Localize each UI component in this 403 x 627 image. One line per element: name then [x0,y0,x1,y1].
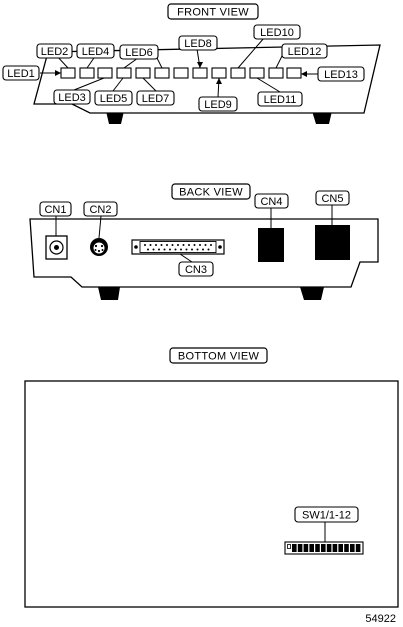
led-label-2: LED2 [41,46,69,58]
cn2-tag [83,201,118,217]
cn-tags [39,190,350,277]
back-view-title: BACK VIEW [179,187,243,199]
sw1-pin1-marker [287,544,291,549]
led-label-8: LED8 [184,38,212,50]
led-window-3 [97,67,113,79]
led-window-11 [249,67,265,79]
led-leader-lines [40,37,318,98]
led-tag-labels: LED1 LED2 LED3 LED4 LED5 LED6 LED7 LED8 … [7,27,358,111]
led-window-1 [60,67,76,79]
led-window-5 [135,67,151,79]
led-tag-11 [257,91,303,107]
led-window-13 [286,67,302,79]
cn3-tag [178,261,214,277]
cn5-tag [315,190,350,206]
led-label-4: LED4 [82,46,110,58]
led-tag-10 [253,24,301,40]
led-window-12 [268,67,284,79]
sw1-label: SW1/1-12 [302,510,351,522]
back-view-title-box [171,183,251,200]
sw1-switch-levers [292,544,361,552]
led-label-6: LED6 [125,47,153,59]
led-label-1: LED1 [7,68,35,80]
led-label-10: LED10 [260,27,294,39]
cn3-label: CN3 [185,264,207,276]
led-tag-3 [53,89,91,105]
cn1-tag [39,201,72,217]
cn-leader-lines [55,205,333,263]
bottom-view-title: BOTTOM VIEW [178,351,260,363]
led-label-11: LED11 [264,94,297,106]
led-tag-8 [178,35,218,51]
led-tag-13 [317,66,365,82]
led-tags [2,24,365,112]
led-tag-7 [136,90,175,106]
bottom-view: BOTTOM VIEW SW1/1-12 [24,347,399,608]
led-label-5: LED5 [100,93,128,105]
led-tag-6 [119,44,159,60]
cn4-tag [254,193,289,209]
led-label-3: LED3 [58,92,86,104]
cn2-pins [94,244,104,253]
front-foot-right [312,111,332,124]
led-window-9 [211,67,227,79]
led-tag-4 [76,43,115,59]
led-label-12: LED12 [288,46,322,58]
led-label-9: LED9 [204,99,232,111]
led-tag-2 [36,43,73,59]
led-window-8 [192,67,208,79]
cn3-pins [144,244,212,251]
cn4-label: CN4 [260,196,282,208]
bottom-panel-outline [24,380,399,608]
led-windows [60,67,302,79]
led-tag-12 [281,43,328,59]
sw1-tag [294,506,359,523]
cn5-jack [315,225,350,260]
front-view-title-box [167,3,259,20]
front-view: FRONT VIEW [2,3,381,124]
led-window-6 [154,67,170,79]
led-window-4 [116,67,132,79]
led-tag-5 [94,90,133,106]
cn2-label: CN2 [89,204,111,216]
led-tag-9 [198,96,238,112]
led-label-13: LED13 [324,69,358,81]
back-view: BACK VIEW [29,183,379,300]
cn3-screw-right [218,245,222,249]
cn3-screw-left [134,245,138,249]
bottom-view-title-box [169,347,268,364]
led-tag-1 [2,65,40,81]
figure-number: 54922 [365,613,396,625]
back-foot-right [300,287,324,300]
cn4-jack [258,228,284,262]
cn3-db25-shell [139,241,217,253]
led-arrowheads [55,62,307,84]
front-view-title: FRONT VIEW [177,7,249,19]
cn1-jack-pin [54,245,59,250]
cn5-label: CN5 [321,193,343,205]
led-window-2 [79,67,95,79]
cn1-label: CN1 [44,204,66,216]
back-foot-left [98,287,120,300]
front-foot-left [106,111,124,124]
led-label-7: LED7 [142,93,170,105]
led-window-7 [173,67,189,79]
led-window-10 [230,67,246,79]
